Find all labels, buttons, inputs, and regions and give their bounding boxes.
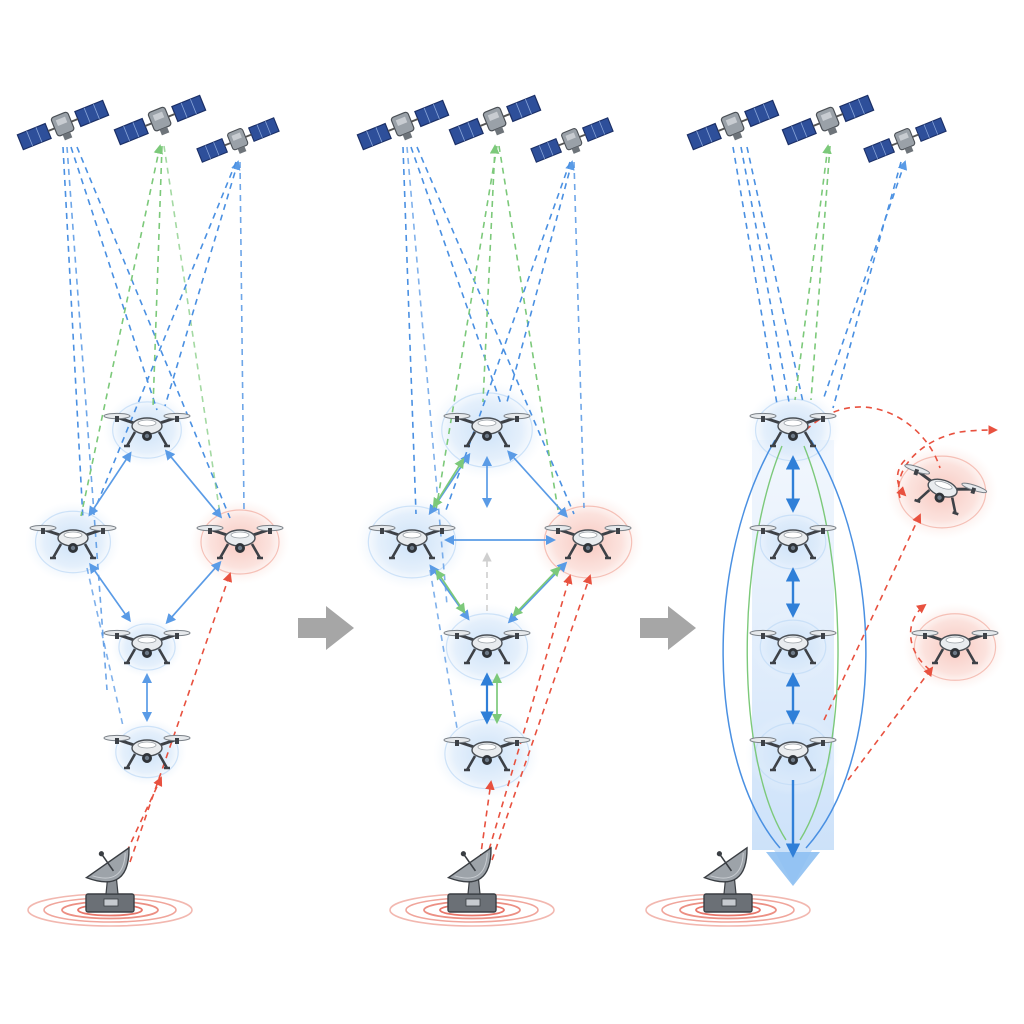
p1-sat-link	[80, 144, 164, 517]
p1-sat-link	[239, 161, 245, 511]
p1-drone-halo-ring	[112, 401, 182, 459]
layer-links	[62, 144, 998, 863]
p2-aux-link	[429, 569, 458, 729]
p3-bundle-curve	[746, 445, 787, 841]
p1-sat-link	[70, 146, 158, 411]
p1-mesh-link	[165, 560, 222, 625]
p3-evasive-path	[847, 666, 934, 781]
radar-dish-icon	[27, 835, 193, 927]
p2-sat-link	[573, 161, 585, 509]
p2-sat-link	[402, 146, 417, 515]
p3-sat-link	[794, 144, 832, 401]
p3-evasive-path	[897, 425, 998, 499]
p2-jammer-link	[479, 780, 495, 861]
p2-mesh-link	[507, 450, 568, 518]
p1-jammer-link	[129, 572, 233, 863]
p3-bundle-curve	[722, 439, 781, 849]
p2-jammer-link	[485, 574, 573, 861]
p3-evasive-path	[896, 459, 907, 497]
p3-evasive-path	[909, 603, 931, 671]
satellite-icon	[195, 114, 283, 169]
p3-sat-link	[746, 146, 804, 403]
p3-beam-arrowhead	[766, 852, 820, 886]
p1-sat-link	[62, 146, 84, 521]
satellite-icon	[780, 91, 878, 153]
satellite-icon	[447, 91, 545, 153]
satellite-icon	[862, 114, 950, 169]
p3-evasive-path	[823, 513, 922, 721]
p3-sat-link	[822, 160, 908, 401]
radar-dish-icon	[389, 835, 555, 927]
right-arrow-icon	[298, 606, 354, 650]
p1-compromised-halo-ring	[200, 509, 280, 575]
p2-mesh-link	[432, 457, 465, 509]
p1-drone-halo-ring	[34, 510, 112, 574]
right-arrow-icon	[640, 606, 696, 650]
p2-mesh-link	[435, 569, 466, 614]
layer-icons	[15, 91, 1000, 927]
satellite-icon	[529, 114, 617, 169]
p1-sat-link	[164, 160, 241, 407]
p2-sat-link	[410, 146, 502, 405]
p1-aux-link	[86, 567, 124, 727]
p1-sat-link	[92, 161, 237, 515]
p3-bundle-curve	[805, 439, 867, 849]
p3-compromised-halo-ring	[913, 613, 997, 681]
p1-mesh-link	[89, 562, 131, 623]
p3-sat-link	[810, 145, 831, 401]
p3-sat-link	[732, 146, 778, 405]
p2-mesh-link	[512, 566, 561, 617]
p3-sat-link	[832, 161, 902, 409]
p3-sat-link	[740, 146, 790, 403]
satellite-icon	[112, 91, 210, 153]
p1-sat-link	[152, 145, 163, 409]
p3-bundle-curve	[799, 445, 839, 841]
p2-sat-link	[506, 160, 575, 403]
p2-mesh-link	[507, 561, 568, 624]
p1-drone-halo-ring	[115, 725, 179, 779]
p1-drone-halo-ring	[118, 623, 176, 671]
p1-mesh-link	[88, 451, 132, 517]
p1-mesh-link	[164, 449, 223, 519]
p2-sat-link	[482, 144, 500, 403]
